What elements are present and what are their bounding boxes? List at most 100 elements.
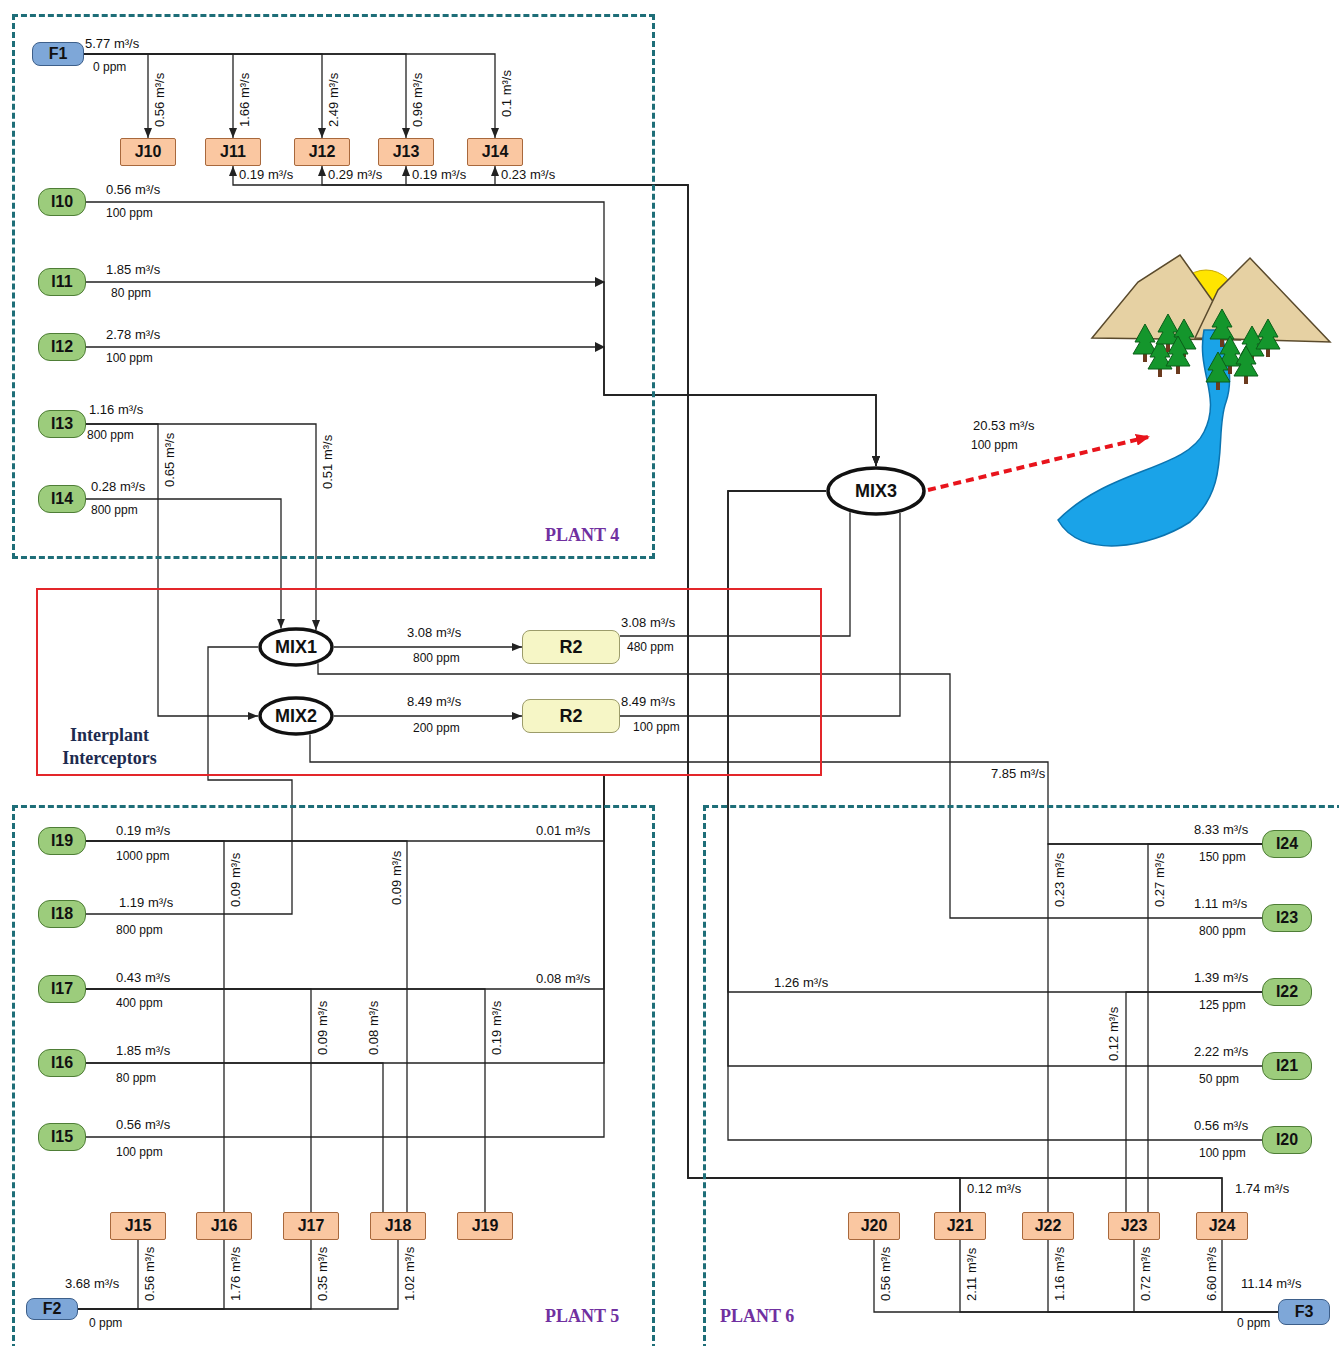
region-title: Interplant Interceptors bbox=[42, 724, 177, 770]
plant-region: PLANT 6I24I23I22I21I20J20J21J22J23J24F3 bbox=[703, 805, 1339, 1346]
concentration-label: 100 ppm bbox=[105, 206, 154, 221]
flow-rate-label: 8.49 m³/s bbox=[620, 694, 676, 709]
node-label: F1 bbox=[49, 45, 68, 63]
freshwater-source: F2 bbox=[26, 1298, 78, 1320]
flow-rate-label: 0.35 m³/s bbox=[315, 1246, 330, 1302]
flow-line bbox=[318, 663, 1262, 918]
node-label: J17 bbox=[298, 1217, 325, 1235]
process-source: I13 bbox=[38, 410, 86, 438]
freshwater-source: F3 bbox=[1278, 1299, 1330, 1325]
node-label: PLANT 4 bbox=[545, 525, 619, 545]
flow-line bbox=[960, 1240, 1278, 1312]
flow-rate-label: 0.72 m³/s bbox=[1138, 1246, 1153, 1302]
node-label: I14 bbox=[51, 490, 73, 508]
flow-line bbox=[86, 841, 407, 1212]
process-source: I24 bbox=[1262, 830, 1312, 858]
discharge-arrow bbox=[928, 437, 1148, 490]
flow-line bbox=[1134, 1240, 1278, 1312]
mixer-ellipse bbox=[260, 698, 332, 734]
flow-line bbox=[86, 202, 876, 466]
node-label: Interplant Interceptors bbox=[62, 725, 157, 768]
concentration-label: 200 ppm bbox=[412, 721, 461, 736]
process-sink: J22 bbox=[1022, 1212, 1074, 1240]
concentration-label: 100 ppm bbox=[105, 351, 154, 366]
flow-line bbox=[86, 841, 224, 1212]
flow-rate-label: 2.49 m³/s bbox=[326, 72, 341, 128]
flow-rate-label: 0.12 m³/s bbox=[1106, 1006, 1121, 1062]
concentration-label: 0 ppm bbox=[1236, 1316, 1271, 1331]
process-sink: J14 bbox=[467, 138, 523, 166]
flow-line bbox=[1148, 844, 1262, 1212]
node-label: R2 bbox=[559, 706, 582, 727]
process-sink: J19 bbox=[457, 1212, 513, 1240]
flow-line bbox=[1126, 992, 1262, 1212]
interceptor-region: Interplant InterceptorsMIX1MIX2R2R2 bbox=[36, 588, 822, 776]
flow-rate-label: 1.02 m³/s bbox=[402, 1246, 417, 1302]
flow-rate-label: 0.08 m³/s bbox=[366, 1000, 381, 1056]
flow-rate-label: 8.49 m³/s bbox=[406, 694, 462, 709]
process-source: I18 bbox=[38, 900, 86, 928]
concentration-label: 800 ppm bbox=[90, 503, 139, 518]
flow-line bbox=[334, 646, 522, 647]
flow-rate-label: 0.51 m³/s bbox=[320, 434, 335, 490]
regeneration-unit: R2 bbox=[522, 699, 620, 733]
flow-rate-label: 0.28 m³/s bbox=[90, 479, 146, 494]
flow-rate-label: 0.01 m³/s bbox=[535, 823, 591, 838]
flow-line bbox=[86, 424, 316, 630]
node-label: I21 bbox=[1276, 1057, 1298, 1075]
flow-rate-label: 1.16 m³/s bbox=[88, 402, 144, 417]
concentration-label: 150 ppm bbox=[1198, 850, 1247, 865]
node-label: J16 bbox=[211, 1217, 238, 1235]
node-label: F3 bbox=[1295, 1303, 1314, 1321]
node-label: J23 bbox=[1121, 1217, 1148, 1235]
node-label: PLANT 5 bbox=[545, 1306, 619, 1326]
flow-rate-label: 0.43 m³/s bbox=[115, 970, 171, 985]
freshwater-source: F1 bbox=[32, 42, 84, 66]
flow-line bbox=[84, 54, 406, 138]
flow-line bbox=[620, 513, 900, 716]
node-label: J12 bbox=[309, 143, 336, 161]
flow-rate-label: 1.19 m³/s bbox=[118, 895, 174, 910]
flow-line bbox=[84, 54, 322, 138]
process-sink: J24 bbox=[1196, 1212, 1248, 1240]
concentration-label: 800 ppm bbox=[1198, 924, 1247, 939]
flow-rate-label: 2.78 m³/s bbox=[105, 327, 161, 342]
flow-line bbox=[334, 715, 522, 716]
process-sink: J10 bbox=[120, 138, 176, 166]
process-source: I22 bbox=[1262, 978, 1312, 1006]
node-label: J14 bbox=[482, 143, 509, 161]
node-label: PLANT 6 bbox=[720, 1306, 794, 1326]
process-sink: J18 bbox=[370, 1212, 426, 1240]
flow-rate-label: 0.19 m³/s bbox=[238, 167, 294, 182]
node-label: J21 bbox=[947, 1217, 974, 1235]
node-label: MIX1 bbox=[275, 637, 317, 658]
flow-rate-label: 3.08 m³/s bbox=[406, 625, 462, 640]
flow-rate-label: 20.53 m³/s bbox=[972, 418, 1035, 433]
regeneration-unit: R2 bbox=[522, 630, 620, 664]
flow-line bbox=[86, 499, 281, 629]
node-label: I10 bbox=[51, 193, 73, 211]
node-label: MIX3 bbox=[855, 481, 897, 502]
concentration-label: 80 ppm bbox=[110, 286, 152, 301]
node-label: J13 bbox=[393, 143, 420, 161]
concentration-label: 800 ppm bbox=[86, 428, 135, 443]
concentration-label: 800 ppm bbox=[412, 651, 461, 666]
plant-title: PLANT 6 bbox=[720, 1306, 794, 1327]
process-sink: J13 bbox=[378, 138, 434, 166]
flow-line bbox=[406, 166, 1222, 1212]
flow-line bbox=[86, 776, 604, 1137]
flow-rate-label: 0.23 m³/s bbox=[1052, 852, 1067, 908]
flow-line bbox=[86, 282, 876, 466]
flow-rate-label: 0.56 m³/s bbox=[105, 182, 161, 197]
flow-rate-label: 0.19 m³/s bbox=[489, 1000, 504, 1056]
concentration-label: 100 ppm bbox=[115, 1145, 164, 1160]
node-label: J11 bbox=[220, 143, 246, 161]
concentration-label: 100 ppm bbox=[970, 438, 1019, 453]
node-label: J22 bbox=[1035, 1217, 1062, 1235]
flow-rate-label: 0.65 m³/s bbox=[162, 432, 177, 488]
process-source: I19 bbox=[38, 827, 86, 855]
flow-line bbox=[86, 776, 604, 1063]
process-sink: J21 bbox=[934, 1212, 986, 1240]
flow-line bbox=[84, 54, 148, 138]
